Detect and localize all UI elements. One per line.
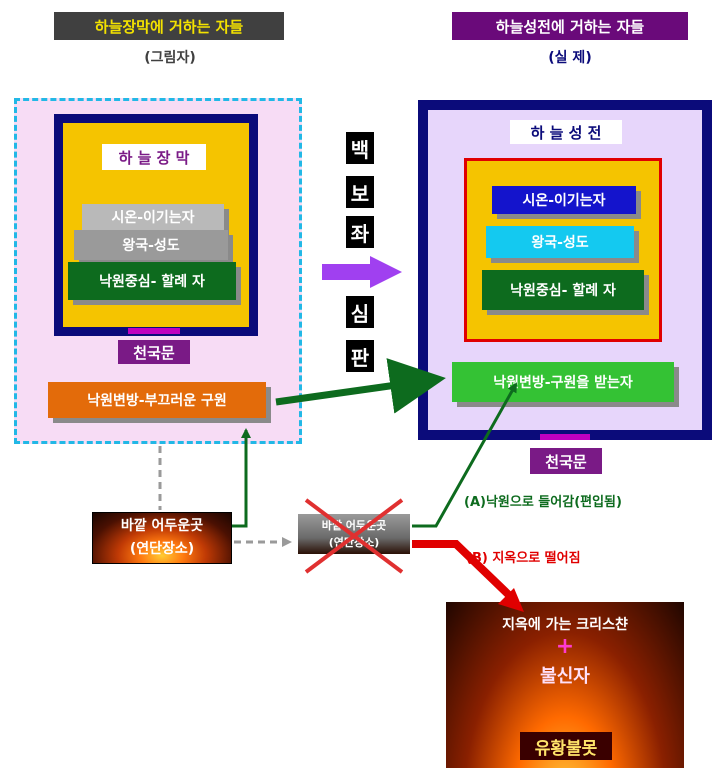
cross-mark (304, 498, 404, 574)
right-gate-bar (540, 434, 590, 440)
hell-line2: 불신자 (540, 666, 590, 687)
char-1: 백 (346, 132, 374, 164)
path-a-arrow (412, 382, 518, 528)
right-header-title: 하늘성전에 거하는 자들 (452, 12, 688, 40)
left-level-zion: 시온-이기는자 (82, 204, 224, 230)
char-2: 보 (346, 176, 374, 208)
path-b-label: (B) 지옥으로 떨어짐 (466, 550, 581, 566)
hell-line3: 유황불못 (520, 732, 612, 760)
outer-darkness-line2: (연단장소) (129, 541, 195, 557)
left-level-paradise: 낙원중심- 할례 자 (68, 262, 236, 300)
darkness-to-outside-arrow (232, 428, 251, 528)
path-a-label: (A)낙원으로 들어감(편입됨) (464, 494, 622, 510)
right-level-zion: 시온-이기는자 (492, 186, 636, 214)
left-level-kingdom: 왕국-성도 (74, 230, 228, 260)
right-header-subtitle: (실 제) (548, 50, 592, 66)
right-level-kingdom: 왕국-성도 (486, 226, 634, 258)
left-header-subtitle: (그림자) (144, 50, 196, 66)
right-outside-box: 낙원변방-구원을 받는자 (452, 362, 674, 402)
left-outside-box: 낙원변방-부끄러운 구원 (48, 382, 266, 418)
outer-darkness-line1: 바깥 어두운곳 (120, 518, 204, 534)
left-gate-label: 천국문 (118, 340, 190, 364)
temple-title: 하 늘 성 전 (510, 120, 622, 144)
path-b-arrow (412, 540, 524, 612)
tabernacle-title: 하 늘 장 막 (102, 144, 206, 170)
right-gate-label: 천국문 (530, 448, 602, 474)
char-4: 심 (346, 296, 374, 328)
char-5: 판 (346, 340, 374, 372)
hell-line1: 지옥에 가는 크리스챤 (502, 617, 628, 633)
hell-plus: + (555, 633, 575, 659)
left-header-title: 하늘장막에 거하는 자들 (54, 12, 284, 40)
left-gate-bar (128, 328, 180, 334)
purple-arrow (322, 256, 402, 288)
outer-darkness-box (92, 512, 232, 564)
right-level-paradise: 낙원중심- 할례 자 (482, 270, 644, 310)
outside-to-temple-arrow (275, 358, 446, 414)
char-3: 좌 (346, 216, 374, 248)
